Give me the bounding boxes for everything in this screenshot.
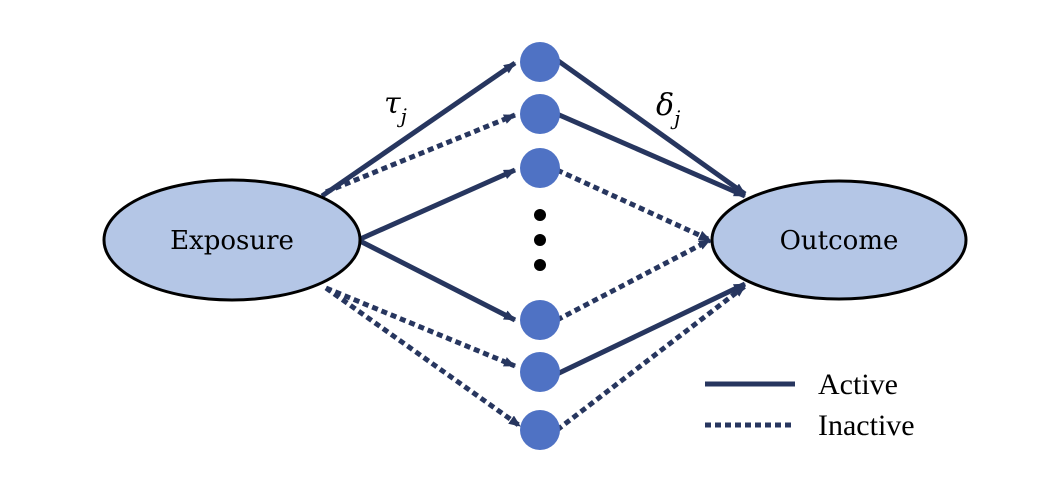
edge-exposure-to-m3-active: [356, 167, 517, 243]
delta-symbol: δ: [656, 88, 674, 123]
edge-m2-to-outcome-active: [556, 111, 746, 199]
edge-m3-to-outcome-inactive: [555, 167, 712, 243]
mediator-node-m5: [520, 352, 560, 392]
outcome-node: Outcome: [710, 179, 968, 301]
tau-symbol: τ: [384, 86, 401, 121]
edge-exposure-to-m5-inactive: [325, 285, 516, 369]
exposure-ellipse: [102, 178, 362, 302]
mediator-node-m6: [520, 410, 560, 450]
edge-exposure-to-m2-inactive: [325, 112, 516, 195]
delta-label: δj: [656, 88, 680, 130]
exposure-label: Exposure: [170, 226, 294, 256]
ellipsis-dot: [534, 234, 546, 246]
edges-group: [320, 57, 747, 432]
edge-m1-to-outcome-active: [555, 57, 747, 197]
legend-inactive-label: Inactive: [818, 409, 915, 442]
outcome-ellipse: [710, 179, 968, 301]
mediator-node-m2: [520, 94, 560, 134]
edge-exposure-to-m1-active: [320, 60, 517, 199]
edge-exposure-to-m4-active: [356, 237, 517, 323]
ellipsis-dot: [534, 259, 546, 271]
legend: Active Inactive: [705, 368, 915, 442]
ellipsis-dot: [534, 209, 546, 221]
ellipsis-dots: ⋮: [534, 209, 546, 271]
mediator-node-m3: [520, 148, 560, 188]
tau-subscript: j: [397, 104, 407, 128]
edge-m5-to-outcome-active: [555, 281, 747, 377]
delta-subscript: j: [670, 106, 680, 130]
mediator-node-m4: [520, 300, 560, 340]
edge-m4-to-outcome-inactive: [555, 237, 712, 323]
legend-active-label: Active: [818, 368, 898, 401]
exposure-node: Exposure: [102, 178, 362, 302]
mediator-node-m1: [520, 42, 560, 82]
tau-label: τj: [384, 86, 407, 128]
mediators-group: [520, 42, 560, 450]
outcome-label: Outcome: [780, 226, 899, 256]
